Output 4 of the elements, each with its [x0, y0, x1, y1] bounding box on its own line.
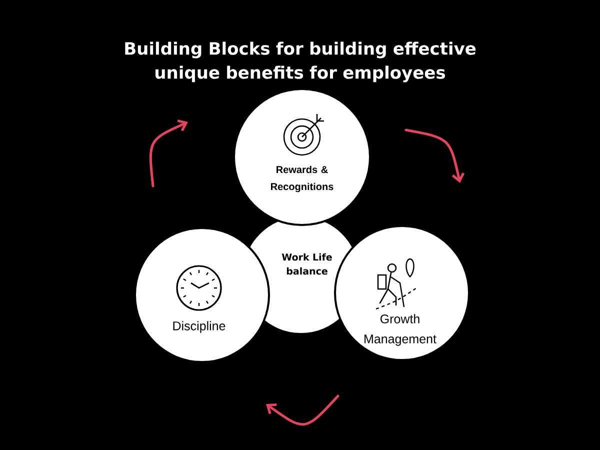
circle-node: Discipline — [134, 227, 270, 363]
circle-node: Growth Management — [334, 225, 470, 361]
title: Building Blocks for building effective unique benefits for employees — [125, 42, 476, 82]
circle-node: Rewards & Recognitions — [233, 88, 371, 226]
